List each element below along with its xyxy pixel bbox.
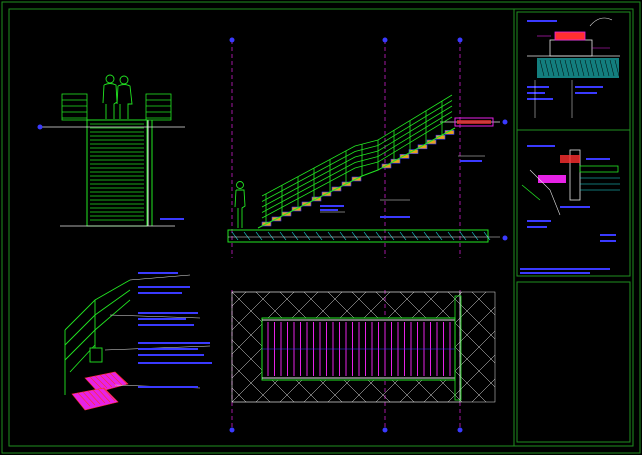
grid-axis-marker-icon — [229, 37, 508, 433]
side-elevation — [227, 37, 508, 433]
title-block — [516, 281, 631, 443]
plan-view — [231, 291, 496, 403]
isometric-detail — [64, 272, 212, 411]
person-figure-icon — [234, 181, 246, 228]
level-marker-icon — [37, 124, 43, 130]
detail-top-right — [527, 17, 620, 118]
front-elevation — [37, 74, 185, 227]
people-figures-icon — [102, 74, 133, 119]
detail-middle-right — [520, 145, 620, 274]
